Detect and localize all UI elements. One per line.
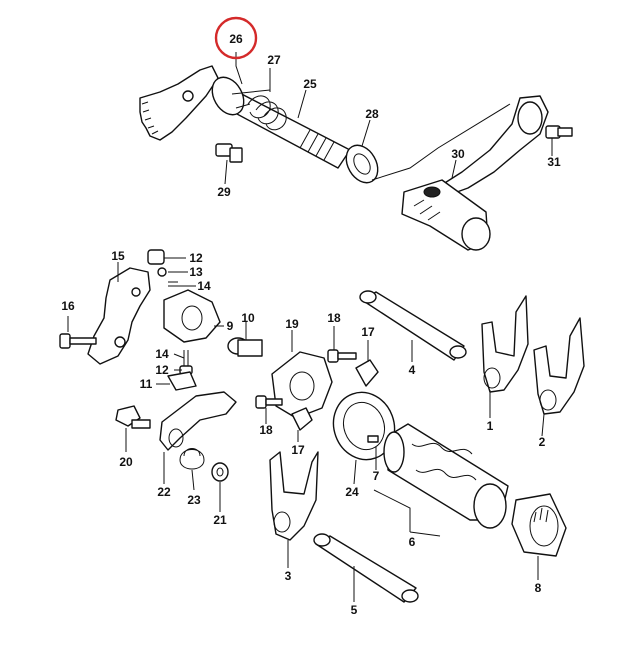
label-30: 30 — [451, 147, 465, 161]
label-16: 16 — [61, 299, 75, 313]
label-2: 2 — [539, 435, 546, 449]
label-31: 31 — [547, 155, 561, 169]
gear-shift-shaft-assembly — [139, 65, 573, 251]
pawl-upper — [147, 249, 165, 265]
label-10: 10 — [241, 311, 255, 325]
washer-21 — [211, 462, 229, 482]
part-labels: 26 27 25 28 29 30 31 15 12 13 14 16 10 9… — [61, 32, 561, 617]
label-4: 4 — [409, 363, 416, 377]
label-3: 3 — [285, 569, 292, 583]
label-28: 28 — [365, 107, 379, 121]
bolt-31 — [545, 125, 573, 139]
label-11: 11 — [140, 377, 153, 391]
cam-stopper-upper — [355, 359, 379, 387]
pin-10 — [227, 337, 263, 357]
label-22: 22 — [157, 485, 171, 499]
highlight-circle — [214, 16, 258, 60]
label-21: 21 — [213, 513, 227, 527]
shift-fork-3 — [269, 451, 319, 541]
label-24: 24 — [345, 485, 359, 499]
label-14-lower: 14 — [155, 347, 169, 361]
shift-arm-plate — [139, 65, 219, 141]
label-18-upper: 18 — [327, 311, 341, 325]
gear-shift-arm-parts — [59, 249, 263, 482]
screw-16 — [59, 333, 97, 349]
label-20: 20 — [119, 455, 133, 469]
shift-fork-1 — [481, 295, 529, 393]
label-18-lower: 18 — [259, 423, 273, 437]
cam-driven-gear — [271, 351, 333, 419]
label-14-upper: 14 — [197, 279, 211, 293]
label-29: 29 — [217, 185, 231, 199]
label-17-upper: 17 — [361, 325, 375, 339]
label-19: 19 — [285, 317, 299, 331]
pawl-holder — [163, 289, 221, 343]
label-9: 9 — [227, 319, 234, 333]
fork-shaft-upper — [361, 291, 465, 361]
cam-stopper-lower — [291, 407, 313, 431]
label-13: 13 — [189, 265, 203, 279]
label-25: 25 — [303, 77, 317, 91]
fork-shaft-lower — [315, 535, 417, 603]
pawl-lower — [167, 371, 197, 391]
label-6: 6 — [409, 535, 416, 549]
oil-seal — [345, 144, 379, 184]
leader-lines — [67, 52, 553, 602]
shift-arm — [159, 391, 237, 451]
label-8: 8 — [535, 581, 542, 595]
bolt-18-lower — [255, 395, 283, 409]
label-23: 23 — [187, 493, 201, 507]
gear-shift-cam-parts — [255, 290, 585, 603]
label-12-upper: 12 — [189, 251, 203, 265]
bolt-29 — [215, 143, 243, 163]
label-26: 26 — [229, 32, 243, 46]
label-5: 5 — [351, 603, 358, 617]
shift-fork-2 — [533, 317, 585, 415]
bolt-20 — [115, 405, 151, 429]
label-15: 15 — [111, 249, 125, 263]
return-spring — [247, 95, 287, 131]
label-27: 27 — [267, 53, 281, 67]
spring-23 — [179, 448, 205, 470]
shift-arm-bracket — [87, 267, 151, 365]
label-1: 1 — [487, 419, 494, 433]
label-17-lower: 17 — [291, 443, 305, 457]
label-7: 7 — [373, 469, 380, 483]
label-12-lower: 12 — [155, 363, 169, 377]
bolt-18-upper — [327, 349, 357, 363]
